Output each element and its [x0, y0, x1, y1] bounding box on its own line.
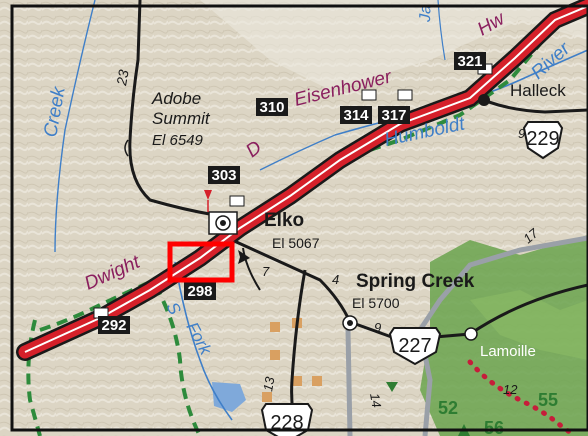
creek-river-line	[54, 0, 96, 253]
park-label: 52	[438, 398, 458, 418]
route-shield-229[interactable]: 229	[522, 121, 564, 160]
place-label-spring-creek[interactable]: Spring Creek	[356, 271, 475, 292]
route-shield-227[interactable]: 227	[388, 327, 442, 366]
airport-icon[interactable]	[238, 250, 250, 264]
elko-city-dot	[220, 220, 226, 226]
pass-mark	[124, 139, 129, 157]
south-fork-river-line	[174, 261, 233, 421]
exit-label: 321	[457, 53, 482, 70]
route-shield-label: 229	[526, 128, 559, 150]
spring-creek-dot	[347, 320, 353, 326]
place-label-adobe[interactable]: Adobe	[151, 89, 201, 108]
river-line	[259, 134, 336, 171]
area-boundary-east	[417, 235, 588, 436]
halleck-icon[interactable]	[478, 94, 490, 106]
building-square	[270, 350, 280, 360]
park-label: 56	[484, 418, 504, 436]
area-boundary-south	[345, 329, 353, 436]
elevation-label-spring-creek: El 5700	[352, 295, 400, 311]
exit-label: 298	[187, 283, 212, 300]
road-number-label: 13	[260, 375, 277, 393]
road-number-label: 23	[113, 68, 132, 87]
interstate-median	[24, 5, 588, 353]
forest-light-patch	[470, 290, 588, 360]
exit-label: 310	[259, 99, 284, 116]
exit-label: 303	[211, 167, 236, 184]
airport-runway	[242, 247, 261, 291]
interchange-marker	[397, 89, 413, 101]
building-square	[292, 376, 302, 386]
campground-icon	[386, 382, 398, 392]
lamoille-icon[interactable]	[464, 327, 478, 341]
exit-label: 314	[343, 107, 369, 124]
exit-292[interactable]: 292	[98, 316, 130, 334]
exit-label: 317	[381, 107, 406, 124]
road-number-label: 14	[367, 392, 384, 409]
building-square	[270, 322, 280, 332]
road-number-label: 12	[503, 382, 518, 397]
exit-298[interactable]: 298	[184, 282, 216, 300]
elevation-label-elko: El 5067	[272, 235, 320, 251]
trail-south-fork	[153, 284, 202, 436]
trail-west	[26, 319, 42, 436]
trail-dotted	[467, 359, 578, 436]
exit-label: 292	[101, 317, 126, 334]
place-label-summit[interactable]: Summit	[152, 109, 211, 128]
road-7	[231, 238, 352, 323]
place-label-lamoille[interactable]: Lamoille	[480, 343, 536, 360]
exit-314[interactable]: 314	[340, 106, 372, 124]
place-label-elko[interactable]: Elko	[264, 210, 304, 231]
exit-310[interactable]: 310	[256, 98, 288, 116]
trail-dashed	[39, 0, 588, 332]
road-number-label: 9	[374, 320, 381, 335]
road-23	[128, 0, 216, 217]
building-square	[262, 392, 272, 402]
road-number-label: 4	[332, 272, 339, 287]
exit-321[interactable]: 321	[454, 52, 486, 70]
elevation-label-adobe: El 6549	[152, 132, 204, 149]
building-square	[312, 376, 322, 386]
exit-317[interactable]: 317	[378, 106, 410, 124]
highlight-box	[167, 241, 235, 283]
place-label-halleck[interactable]: Halleck	[510, 81, 566, 100]
route-shield-label: 227	[398, 335, 431, 357]
location-pin-icon[interactable]	[204, 190, 212, 200]
water-label-fragment: Ja	[417, 5, 435, 24]
map-frame	[10, 4, 588, 432]
valley-light	[200, 0, 588, 90]
interchange-marker	[229, 195, 245, 207]
park-label: 55	[538, 390, 558, 410]
interchange-marker	[361, 89, 377, 101]
road-number-label: 9	[518, 126, 525, 141]
road-number-label: 7	[262, 264, 270, 279]
exit-303[interactable]: 303	[208, 166, 240, 184]
